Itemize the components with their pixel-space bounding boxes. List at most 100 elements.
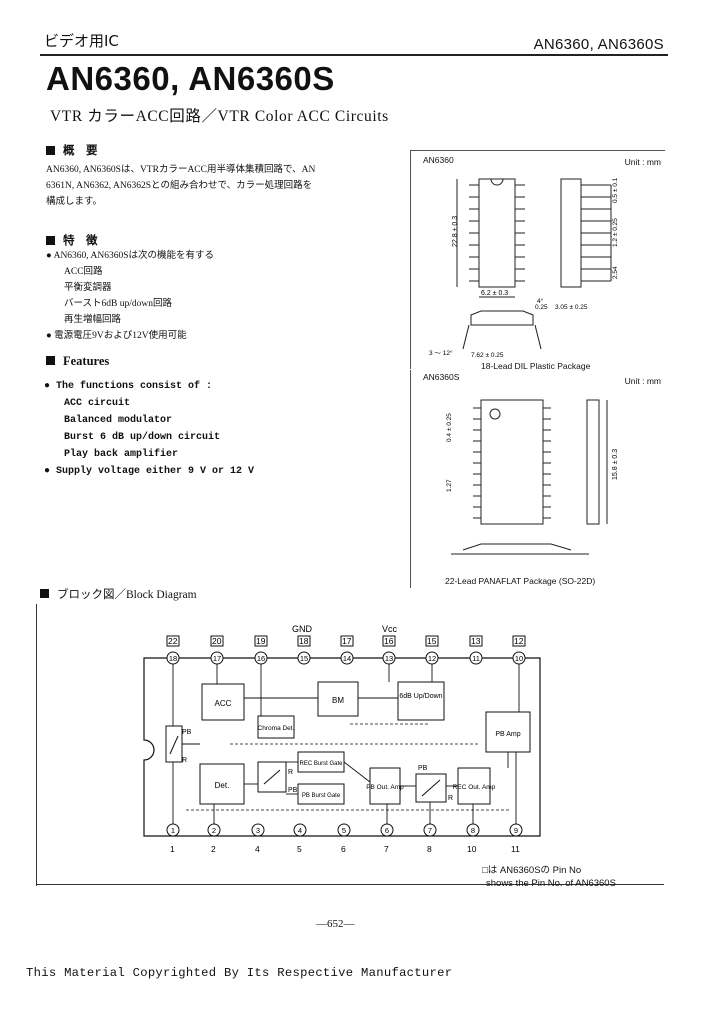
features-jp-list: ● AN6360, AN6360Sは次の機能を有する ACC回路 平衡変調器 バ… (46, 248, 376, 344)
pin-bottom: 6 (385, 826, 389, 835)
feature-en-item: Burst 6 dB up/down circuit (64, 432, 221, 443)
pin-note-line-1: □は AN6360Sの Pin No (482, 865, 582, 876)
pin-top: 12 (428, 654, 436, 663)
pin-top-s: 20 (212, 636, 222, 646)
pin-bottom: 2 (212, 826, 216, 835)
pin-bottom-s: 6 (341, 844, 346, 854)
square-bullet-icon (46, 236, 55, 245)
block-label: REC Out. Amp (453, 784, 496, 791)
pin-top-s: 16 (384, 636, 394, 646)
block-label: PB Burst Gate (302, 793, 341, 799)
dim-label: 1.27 (446, 479, 453, 492)
feature-jp-item: ACC回路 (64, 267, 103, 277)
header-category: ビデオ用IC (44, 32, 119, 50)
dim-label: 0.25 (535, 304, 548, 311)
pin-bottom: 1 (171, 826, 175, 835)
pin-top-s: 17 (342, 636, 352, 646)
dim-label: 1.2 ± 0.25 (612, 218, 619, 247)
package-an6360-label: AN6360 (423, 155, 454, 165)
feature-en-item: Play back amplifier (64, 449, 179, 460)
pin-bottom-s: 1 (170, 844, 175, 854)
pin-bottom: 5 (342, 826, 346, 835)
pin-bottom: 9 (514, 826, 518, 835)
copyright-notice: This Material Copyrighted By Its Respect… (26, 966, 453, 980)
feature-en-item: ● Supply voltage either 9 V or 12 V (44, 466, 255, 477)
acc-block (201, 683, 245, 721)
pin-top: 16 (257, 654, 265, 663)
pin-top: 15 (300, 654, 308, 663)
switch-box (415, 773, 447, 803)
dim-label: 0.4 ± 0.25 (446, 413, 453, 442)
pin-bottom-s: 4 (255, 844, 260, 854)
square-bullet-icon (46, 146, 55, 155)
switch-box (257, 761, 287, 793)
feature-en-item: Balanced modulator (64, 415, 173, 426)
switch-label: R (182, 757, 187, 764)
package-an6360s-caption: 22-Lead PANAFLAT Package (SO-22D) (445, 576, 596, 586)
block-diagram-title: ブロック図／Block Diagram (40, 586, 197, 602)
pin-bottom-s: 8 (427, 844, 432, 854)
pin-top-s: 15 (427, 636, 437, 646)
pin-top-s: 12 (514, 636, 524, 646)
features-jp-heading: 特 徴 (46, 232, 98, 248)
switch-label: PB (182, 729, 192, 736)
dim-label: 22.8 ± 0.3 (452, 216, 459, 247)
overview-line: 構成します。 (46, 197, 103, 207)
gnd-label: GND (292, 624, 313, 634)
pin-bottom-s: 2 (211, 844, 216, 854)
overview-text: AN6360, AN6360Sは、VTRカラーACC用半導体集積回路で、AN 6… (46, 162, 386, 210)
pin-top: 10 (515, 654, 523, 663)
dim-label: 2.54 (612, 266, 619, 279)
overview-line: 6361N, AN6362, AN6362Sとの組み合わせで、カラー処理回路を (46, 181, 313, 191)
page-title: AN6360, AN6360S (46, 60, 335, 97)
diagram-frame-bottom (36, 884, 664, 885)
det-block (199, 763, 245, 805)
block-label: BM (332, 696, 344, 705)
chroma-det-block (257, 715, 295, 739)
page-number: —652— (316, 918, 355, 930)
updown-block (397, 681, 445, 721)
pin-note-line-2: shows the Pin No. of AN6360S (486, 878, 616, 889)
pin-bottom-s: 5 (297, 844, 302, 854)
pin-top-s: 22 (168, 636, 178, 646)
pin-top: 11 (472, 654, 480, 663)
switch-label: PB (418, 765, 428, 772)
dim-label: 7.62 ± 0.25 (471, 352, 504, 359)
rec-out-amp-block (457, 767, 491, 805)
block-label: Det. (215, 781, 230, 790)
pin-top: 14 (343, 654, 351, 663)
block-diagram: GND Vcc 22 20 19 18 17 16 15 13 12 18 17… (143, 624, 541, 854)
feature-jp-item: ● 電源電圧9Vおよび12V使用可能 (46, 331, 187, 341)
pin-top-s: 19 (256, 636, 266, 646)
diagram-frame-left (36, 604, 37, 886)
dim-label: 4° (537, 297, 544, 305)
pin-top: 18 (169, 654, 177, 663)
block-label: Chroma Det. (258, 725, 295, 732)
package-an6360-unit: Unit : mm (624, 157, 661, 167)
dim-label: 6.2 ± 0.3 (481, 290, 508, 297)
pin-bottom-s: 7 (384, 844, 389, 854)
header-rule (40, 54, 668, 56)
features-en-heading: Features (46, 354, 109, 369)
dil-package-drawing: 22.8 ± 0.3 6.2 ± 0.3 0.5 ± 0.1 1.2 ± 0.2… (429, 177, 619, 359)
dim-label: 15.8 ± 0.3 (612, 449, 619, 480)
overview-line: AN6360, AN6360Sは、VTRカラーACC用半導体集積回路で、AN (46, 165, 316, 175)
pb-out-amp-block (369, 767, 401, 805)
feature-en-item: ACC circuit (64, 398, 131, 409)
pin-top-s: 13 (471, 636, 481, 646)
vcc-label: Vcc (382, 624, 398, 634)
package-an6360s-figure: AN6360S Unit : mm 15.8 ± 0.3 0.4 ± 0.25 … (410, 370, 665, 588)
bm-block (317, 681, 359, 717)
switch-label: R (288, 769, 293, 776)
square-bullet-icon (46, 356, 55, 365)
pin-bottom: 3 (256, 826, 260, 835)
pin-top: 17 (213, 654, 221, 663)
pin-bottom: 8 (471, 826, 475, 835)
feature-jp-item: 平衡変調器 (64, 283, 112, 293)
features-en-list: ● The functions consist of : ACC circuit… (44, 378, 384, 480)
pin-bottom-s: 10 (467, 844, 477, 854)
dim-label: 3.05 ± 0.25 (555, 304, 588, 311)
feature-jp-item: バースト6dB up/down回路 (64, 299, 172, 309)
overview-heading: 概 要 (46, 142, 98, 158)
pin-bottom: 7 (428, 826, 432, 835)
